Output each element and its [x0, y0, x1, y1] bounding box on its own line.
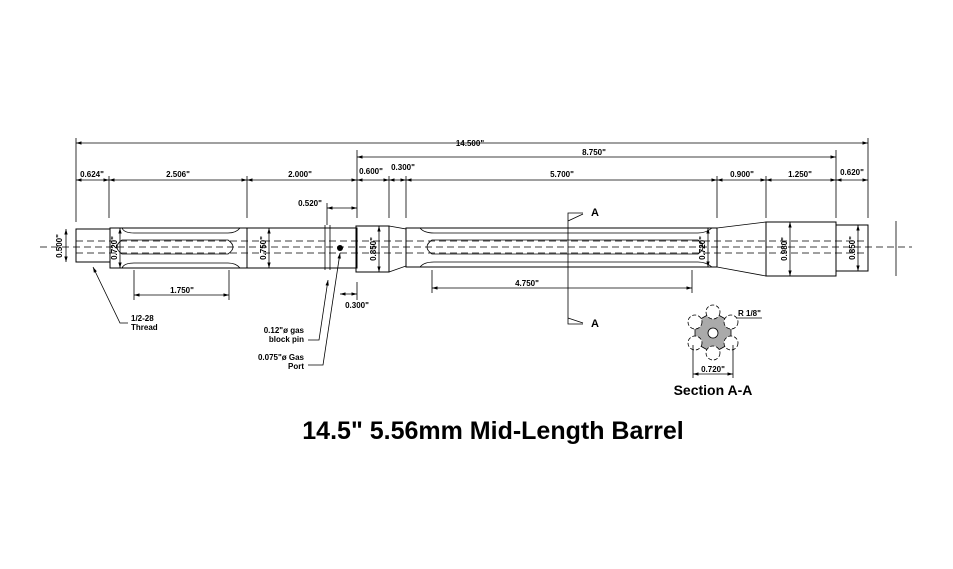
dim-label: 4.750" — [515, 279, 539, 288]
dim-label: 2.506" — [166, 170, 190, 179]
dia-label: 0.750" — [259, 236, 268, 260]
dia-label: 0.980" — [780, 237, 789, 261]
section-cut-line: A A — [567, 207, 599, 330]
dim-label: 0.600" — [359, 167, 383, 176]
section-marker: A — [591, 318, 599, 330]
centerline — [40, 240, 912, 254]
flutes — [116, 227, 713, 269]
pin-label: block pin — [269, 335, 304, 344]
section-view: R 1/8" 0.720" Section A-A — [674, 304, 762, 398]
dimension-lines — [64, 141, 868, 297]
dim-label: 1.750" — [170, 286, 194, 295]
extension-lines — [75, 138, 869, 300]
section-width-label: 0.720" — [701, 365, 725, 374]
dim-gas-to-end: 8.750" — [582, 148, 606, 157]
barrel-outline — [75, 221, 897, 277]
dia-label: 0.720" — [698, 236, 707, 260]
pin-label: 0.12"ø gas — [264, 326, 305, 335]
callouts: 1/2-28 Thread 0.12"ø gas block pin 0.075… — [92, 252, 341, 371]
drawing-title: 14.5" 5.56mm Mid-Length Barrel — [302, 417, 683, 445]
section-title: Section A-A — [674, 382, 753, 398]
dim-overall: 14.500" — [456, 139, 484, 148]
dim-label: 5.700" — [550, 170, 574, 179]
port-label: Port — [288, 362, 304, 371]
section-marker: A — [591, 207, 599, 219]
thread-label: 1/2-28 — [131, 314, 154, 323]
dim-label: 0.620" — [840, 168, 864, 177]
dia-label: 0.720" — [110, 236, 119, 260]
dim-label: 0.520" — [298, 199, 322, 208]
port-label: 0.075"ø Gas — [258, 353, 305, 362]
dia-label: 0.500" — [55, 234, 64, 258]
dimension-labels: 14.500" 8.750" 0.624" 2.506" 2.000" 0.60… — [55, 139, 864, 310]
thread-label: Thread — [131, 323, 158, 332]
dim-label: 0.624" — [80, 170, 104, 179]
radius-label: R 1/8" — [738, 309, 761, 318]
dim-label: 0.300" — [391, 163, 415, 172]
dia-label: 0.850" — [848, 236, 857, 260]
dim-label: 0.900" — [730, 170, 754, 179]
dim-label: 1.250" — [788, 170, 812, 179]
dia-label: 0.850" — [369, 237, 378, 261]
dim-label: 2.000" — [288, 170, 312, 179]
dim-label: 0.300" — [345, 301, 369, 310]
